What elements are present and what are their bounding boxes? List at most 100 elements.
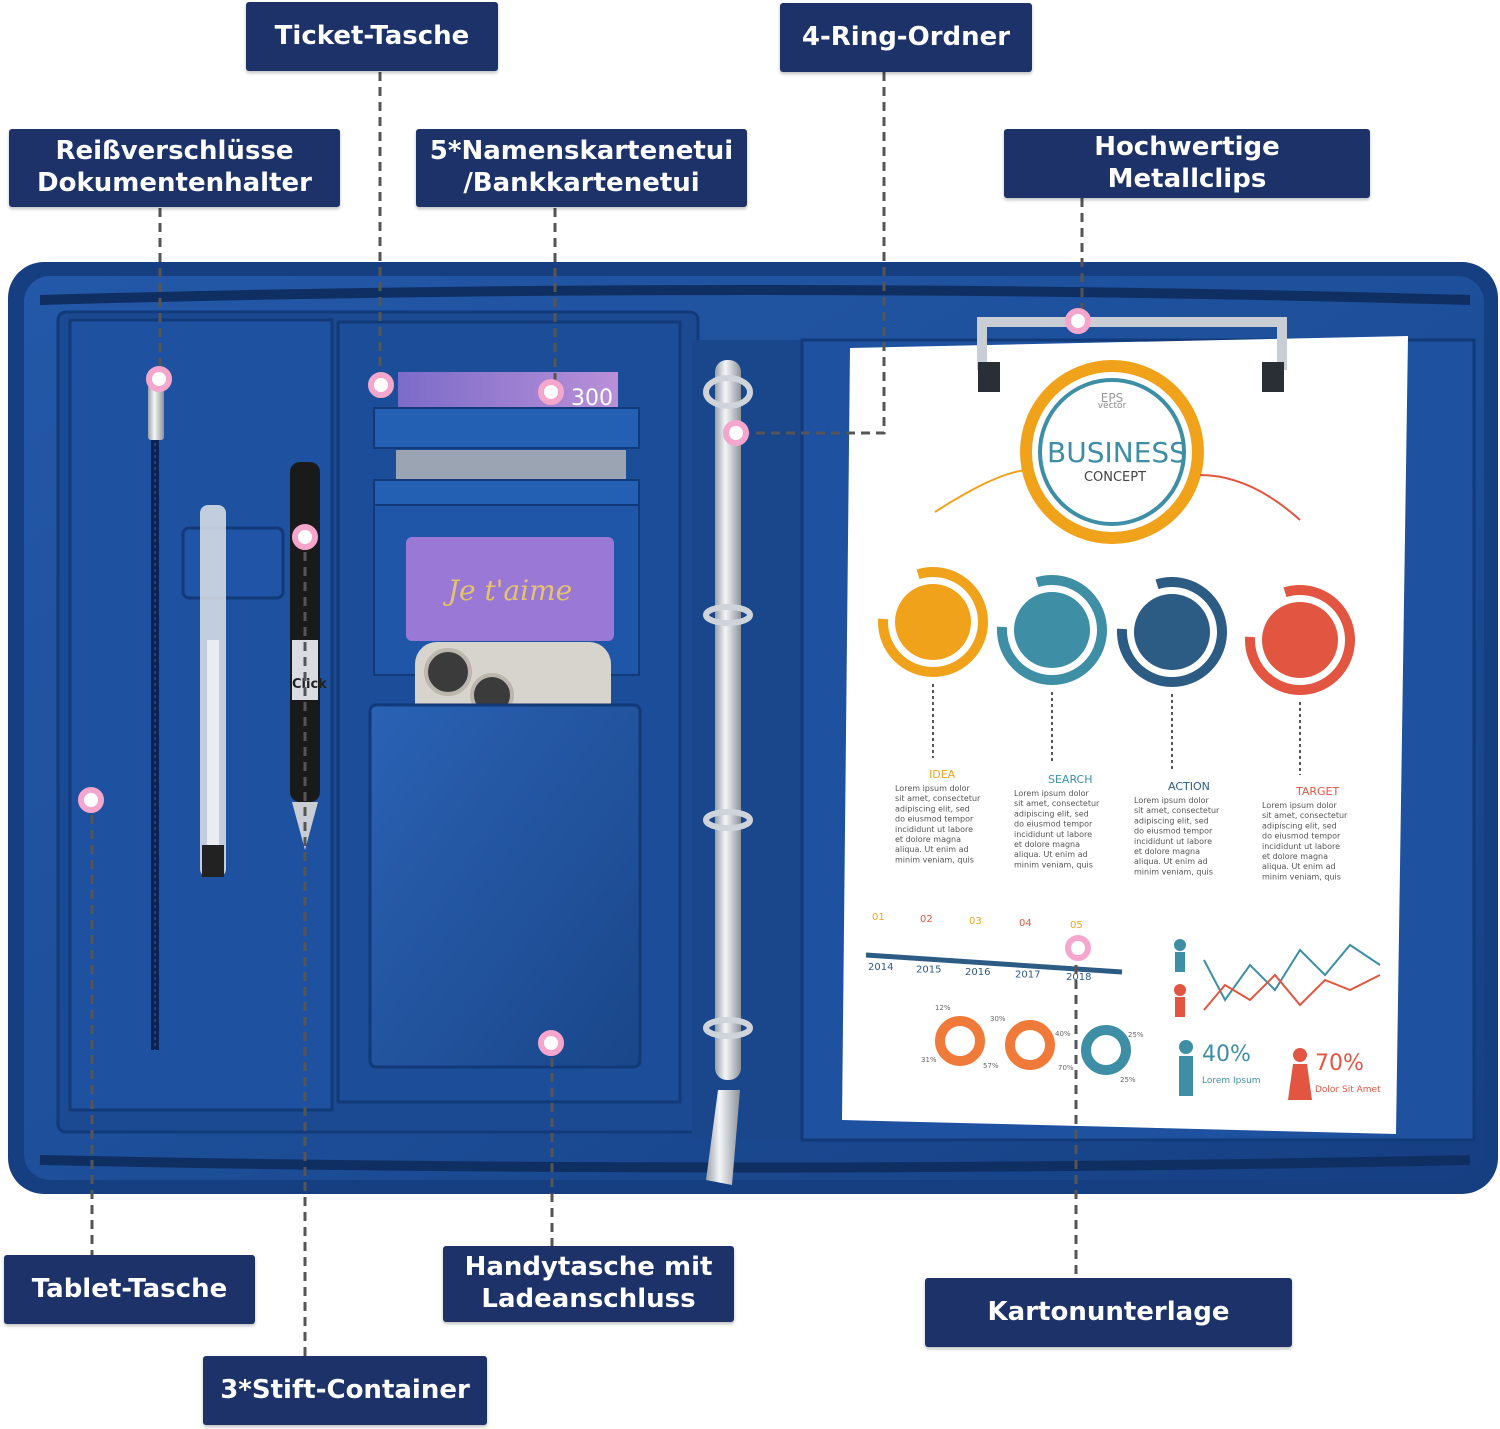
label-tablet-text: Tablet-Tasche [31, 1273, 228, 1304]
donut-percent: 31% [921, 1056, 937, 1064]
step-icon [1262, 602, 1338, 678]
marker-tablet [78, 787, 104, 813]
pen-brand: Click [292, 677, 327, 692]
step-body-line: sit amet, consectetur [1262, 811, 1348, 820]
step-body-line: do eiusmod tempor [895, 815, 974, 824]
marker-cardboard [1065, 935, 1091, 961]
step-body-line: aliqua. Ut enim ad [1014, 850, 1088, 859]
step-ring [997, 575, 1107, 685]
step-body-line: sit amet, consectetur [1014, 799, 1100, 808]
stat-female: 70% [1315, 1051, 1364, 1076]
step-body-line: Lorem ipsum dolor [895, 784, 971, 793]
timeline-step: 05 [1070, 920, 1083, 931]
step-body-line: do eiusmod tempor [1014, 820, 1093, 829]
marker-zipper [146, 366, 172, 392]
label-ticket-text: Ticket-Tasche [274, 20, 470, 51]
step-body-line: adipiscing elit, sed [1262, 821, 1337, 830]
label-ring-binder: 4-Ring-Ordner [780, 3, 1032, 72]
label-clips-text: Hochwertige Metallclips [1094, 131, 1280, 194]
stat-male-label: Lorem Ipsum [1202, 1076, 1261, 1086]
step-body-line: et dolore magna [1262, 852, 1328, 861]
step-label: TARGET [1295, 785, 1340, 798]
step-body-line: sit amet, consectetur [895, 794, 981, 803]
label-phone-pocket: Handytasche mit Ladeanschluss [443, 1246, 734, 1322]
step-body-line: et dolore magna [895, 835, 961, 844]
donut-percent: 57% [983, 1062, 999, 1070]
timeline-year: 2018 [1066, 972, 1091, 983]
step-body-line: et dolore magna [1134, 847, 1200, 856]
step-body-line: Lorem ipsum dolor [1014, 789, 1090, 798]
ring-binder [692, 340, 810, 1185]
label-cardboard-base: Kartonunterlage [925, 1278, 1292, 1347]
label-zipper-line1: Reißverschlüsse [55, 136, 294, 167]
timeline-year: 2017 [1015, 970, 1040, 981]
step-body-line: incididunt ut labore [1262, 842, 1340, 851]
step-ring [1117, 577, 1227, 687]
donut-percent: 70% [1058, 1064, 1074, 1072]
timeline-step: 02 [920, 914, 933, 925]
timeline-step: 01 [872, 912, 885, 923]
donut-percent: 12% [935, 1004, 951, 1012]
timeline-year: 2014 [868, 962, 893, 973]
label-pen-text: 3*Stift-Container [220, 1374, 470, 1405]
marker-ring [723, 420, 749, 446]
infographic-poster: EPS vector BUSINESS CONCEPT IDEA Lorem ip… [865, 360, 1381, 1100]
step-body-line: adipiscing elit, sed [1014, 809, 1089, 818]
line-chart-mini [1174, 939, 1381, 1017]
step-icon [1014, 592, 1090, 668]
donut-charts: 12% 31% 57% 30% 70% 40% 25% 25% [921, 1004, 1144, 1084]
step-body-line: aliqua. Ut enim ad [1262, 862, 1336, 871]
people-stats: 40% Lorem Ipsum 70% Dolor Sit Amet [1179, 1040, 1381, 1100]
step-body-line: Lorem ipsum dolor [1134, 796, 1210, 805]
logo-sub: vector [1098, 401, 1127, 411]
step-body-line: incididunt ut labore [1134, 837, 1212, 846]
timeline-year: 2015 [916, 965, 941, 976]
step-label: ACTION [1168, 780, 1210, 793]
step-body-line: do eiusmod tempor [1262, 832, 1341, 841]
step-body-line: sit amet, consectetur [1134, 806, 1220, 815]
step-body-line: et dolore magna [1014, 840, 1080, 849]
label-zipper-line2: Dokumentenhalter [37, 168, 312, 198]
stat-male: 40% [1202, 1042, 1251, 1067]
marker-phone [538, 1030, 564, 1056]
label-cardboard-text: Kartonunterlage [987, 1296, 1230, 1327]
step-icon [895, 584, 971, 660]
step-body-line: minim veniam, quis [1014, 860, 1093, 869]
step-body-line: adipiscing elit, sed [1134, 816, 1209, 825]
donut-percent: 30% [990, 1015, 1006, 1023]
label-tablet-pocket: Tablet-Tasche [4, 1255, 255, 1324]
donut-percent: 25% [1120, 1076, 1136, 1084]
step-ring [878, 567, 988, 677]
feature-markers [78, 308, 1091, 1056]
step-label: IDEA [929, 768, 956, 781]
step-body-line: incididunt ut labore [895, 825, 973, 834]
leader-ring [735, 72, 886, 435]
step-body-line: incididunt ut labore [1014, 830, 1092, 839]
step-body-line: aliqua. Ut enim ad [895, 845, 969, 854]
step-body-line: Lorem ipsum dolor [1262, 801, 1338, 810]
infographic-subtitle: CONCEPT [1084, 470, 1146, 485]
stat-female-label: Dolor Sit Amet [1315, 1085, 1381, 1095]
step-icon [1134, 594, 1210, 670]
step-body-line: minim veniam, quis [1134, 867, 1213, 876]
donut-percent: 40% [1055, 1030, 1071, 1038]
leader-lines [90, 72, 1084, 1356]
marker-card [538, 379, 564, 405]
marker-pens [292, 524, 318, 550]
label-metal-clips: Hochwertige Metallclips [1004, 129, 1370, 198]
logo-text: EPS [1101, 391, 1123, 405]
card-script: Je t'aime [443, 574, 572, 607]
step-body-line: minim veniam, quis [895, 855, 974, 864]
label-phone-line1: Handytasche mit [464, 1252, 713, 1283]
step-body-line: minim veniam, quis [1262, 872, 1341, 881]
label-card-holder: 5*Namenskartenetui /Bankkartenetui [416, 129, 747, 207]
donut-percent: 25% [1128, 1031, 1144, 1039]
step-label: SEARCH [1048, 773, 1093, 786]
label-card-line1: 5*Namenskartenetui [429, 136, 734, 167]
infographic-title: BUSINESS [1047, 436, 1187, 469]
